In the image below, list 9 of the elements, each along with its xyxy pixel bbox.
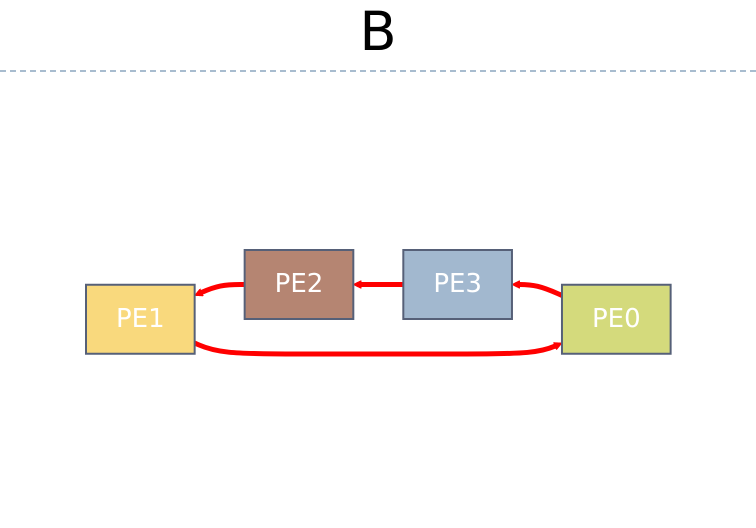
arrow [194, 282, 244, 296]
panel-label: B [359, 0, 397, 63]
node-box: PE3 [402, 249, 513, 320]
arrow [193, 340, 562, 356]
node-box: PE1 [84, 284, 196, 355]
node-box: PE2 [243, 249, 354, 320]
node-box: PE0 [560, 284, 672, 355]
arrow [511, 280, 563, 298]
arrow [352, 280, 403, 289]
